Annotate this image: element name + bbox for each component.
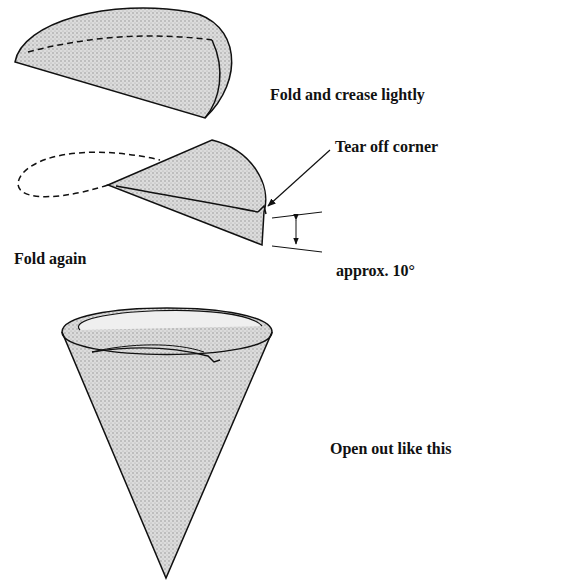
step-label: approx. 10°: [336, 262, 415, 280]
quarter-folded-paper: [18, 140, 330, 252]
step-label: Tear off corner: [335, 138, 438, 156]
opened-filter-cone: [62, 308, 272, 578]
step-label: Fold and crease lightly: [270, 86, 425, 104]
step-label: Fold again: [14, 250, 86, 268]
step-label: Open out like this: [330, 440, 451, 458]
half-folded-paper: [15, 8, 232, 118]
